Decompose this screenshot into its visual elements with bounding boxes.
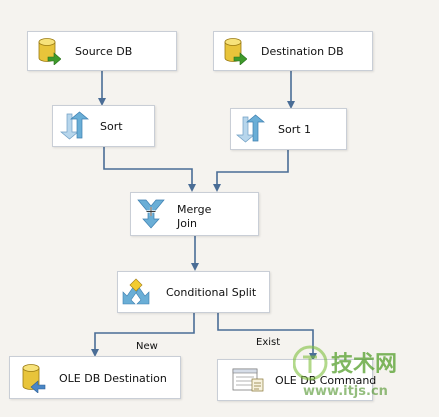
sort-icon <box>235 114 265 144</box>
merge-join-icon <box>137 199 165 229</box>
conditional-split-node[interactable]: Conditional Split <box>117 271 270 313</box>
path-split-to-oledb-command[interactable] <box>217 313 317 361</box>
oledb-destination-node[interactable]: OLE DB Destination <box>9 356 181 399</box>
destination-db-node[interactable]: Destination DB <box>213 31 373 71</box>
path-sort1-to-merge-join[interactable] <box>213 150 289 192</box>
oledb-destination-label: OLE DB Destination <box>59 372 167 385</box>
conditional-split-icon <box>121 278 151 306</box>
source-db-node[interactable]: Source DB <box>27 31 177 71</box>
sort-label: Sort <box>100 120 123 133</box>
merge-join-label-line2: Join <box>177 217 198 230</box>
sort-icon <box>59 111 89 141</box>
source-db-label: Source DB <box>75 45 133 58</box>
path-sort-to-merge-join[interactable] <box>103 147 196 192</box>
destination-db-label: Destination DB <box>261 45 344 58</box>
watermark-logo: 技术网 <box>292 343 433 386</box>
sort1-label: Sort 1 <box>278 123 312 136</box>
path-split-to-oledb-destination[interactable] <box>91 313 195 357</box>
path-label-exist: Exist <box>256 337 281 348</box>
database-source-icon <box>37 37 62 66</box>
database-destination-icon <box>20 363 46 394</box>
merge-join-label-line1: Merge <box>177 203 212 216</box>
watermark-logo-text: 技术网 <box>331 352 397 377</box>
sort-node[interactable]: Sort <box>52 105 155 147</box>
database-source-icon <box>223 37 248 66</box>
watermark-url: www.itjs.cn <box>303 384 388 399</box>
merge-join-node[interactable]: Merge Join <box>130 192 259 236</box>
conditional-split-label: Conditional Split <box>166 286 257 299</box>
command-icon <box>232 367 264 393</box>
path-label-new: New <box>136 341 158 352</box>
sort1-node[interactable]: Sort 1 <box>230 108 347 150</box>
